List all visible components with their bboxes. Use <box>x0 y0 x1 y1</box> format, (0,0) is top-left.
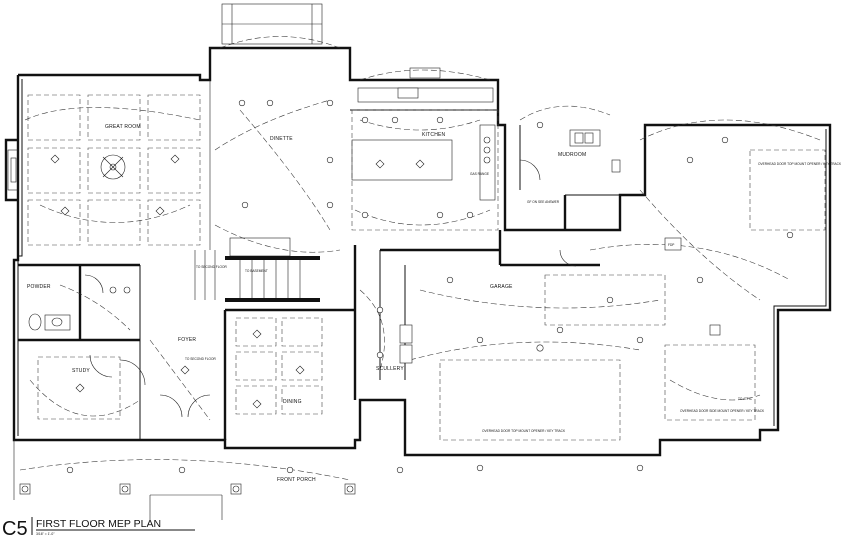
note-overhead-door-garage: OVERHEAD DOOR TOP MOUNT OPENER / KEY TRA… <box>482 429 566 433</box>
main-stair <box>194 237 320 302</box>
label-dining: DINING <box>283 399 302 405</box>
sheet-id: C5 <box>2 518 28 537</box>
label-front-porch: FRONT PORCH <box>277 477 316 483</box>
note-gfi: GF ON SEE ANSWER <box>527 200 560 204</box>
label-scullery: SCULLERY <box>376 366 404 372</box>
kitchen-casework <box>351 67 601 201</box>
equipment-boxes <box>399 159 721 364</box>
exterior-walls <box>12 46 832 457</box>
note-overhead-door-mudroom: OVERHEAD DOOR TOP MOUNT OPENER / KEY TRA… <box>758 162 842 166</box>
fireplace <box>4 138 19 202</box>
note-to-second-floor-a: TO SECOND FLOOR <box>196 265 227 269</box>
title-block: C5 FIRST FLOOR MEP PLAN 3/16" = 1'-0" <box>2 517 195 537</box>
note-to-attic: TO ATTIC <box>738 397 753 401</box>
plan-scale: 3/16" = 1'-0" <box>36 532 55 536</box>
label-garage: GARAGE <box>490 284 513 290</box>
note-to-second-floor-b: TO SECOND FLOOR <box>185 357 216 361</box>
interior-walls <box>18 80 620 440</box>
note-to-basement: TO BASEMENT <box>245 269 268 273</box>
note-overhead-door-side: OVERHEAD DOOR SIDE MOUNT OPENER / KEY TR… <box>680 409 765 413</box>
ceiling-fan <box>100 154 126 180</box>
rear-deck <box>221 3 323 45</box>
label-great-room: GREAT ROOM <box>105 124 141 130</box>
note-gas-range: GAS RANGE <box>470 172 489 176</box>
porch-columns <box>13 440 356 520</box>
label-dinette: DINETTE <box>270 136 293 142</box>
circuit-arcs <box>19 36 821 481</box>
label-powder: POWDER <box>27 284 51 290</box>
label-foyer: FOYER <box>178 337 196 343</box>
pendant-fixtures <box>50 154 425 409</box>
powder-fixtures <box>28 274 131 331</box>
plan-title: FIRST FLOOR MEP PLAN <box>36 518 161 530</box>
note-fdp: FDP <box>668 243 674 247</box>
label-kitchen: KITCHEN <box>422 132 446 138</box>
door-swings <box>89 159 577 418</box>
ceiling-panels <box>27 94 826 441</box>
label-study: STUDY <box>72 368 90 374</box>
label-mudroom: MUDROOM <box>558 152 586 158</box>
